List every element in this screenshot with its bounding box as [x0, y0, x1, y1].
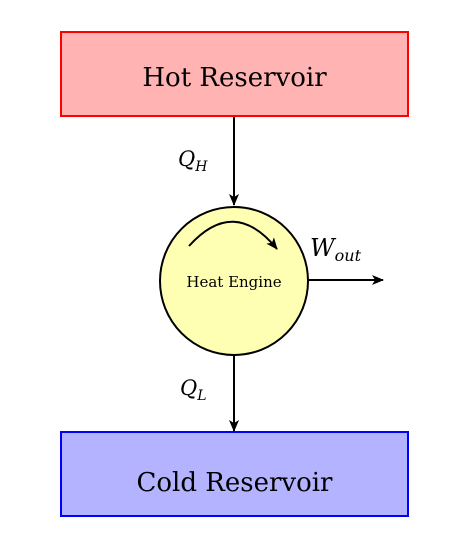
cold-reservoir-box: [60, 431, 409, 517]
work-out-label: Wout: [310, 234, 362, 265]
heat-in-label: QH: [178, 147, 208, 175]
heat-in-subscript: H: [194, 159, 208, 175]
hot-reservoir-box: [60, 31, 409, 117]
cycle-arrow-icon: [188, 220, 278, 250]
cold-reservoir-label: Cold Reservoir: [137, 468, 334, 498]
hot-reservoir-label: Hot Reservoir: [142, 63, 327, 93]
heat-engine-label: Heat Engine: [186, 273, 281, 291]
work-out-subscript: out: [335, 246, 362, 265]
heat-out-label: QL: [180, 376, 207, 404]
heat-out-subscript: L: [196, 388, 206, 404]
